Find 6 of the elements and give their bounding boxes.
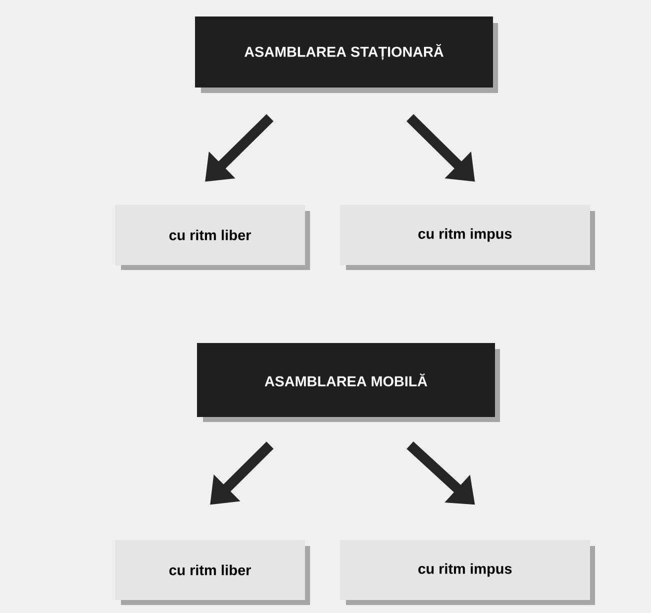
title-box: ASAMBLAREA MOBILĂ	[197, 342, 500, 422]
category-box: cu ritm liber	[115, 205, 310, 270]
category-box: cu ritm impus	[340, 205, 595, 270]
category-box: cu ritm liber	[115, 540, 310, 605]
category-box: cu ritm impus	[340, 540, 595, 605]
title-box: ASAMBLAREA STAȚIONARĂ	[195, 16, 498, 93]
